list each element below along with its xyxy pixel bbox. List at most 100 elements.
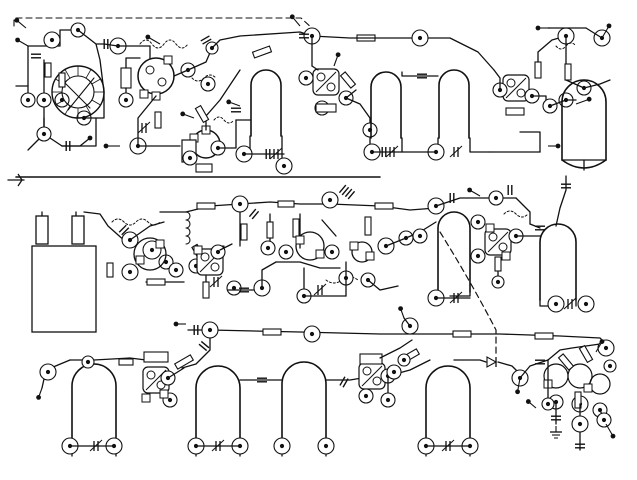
capacitor [339, 376, 349, 388]
wire [281, 361, 327, 445]
wire [61, 137, 91, 147]
resistor [266, 221, 274, 239]
wire [217, 119, 237, 149]
resistor [118, 358, 134, 366]
circle-node [397, 353, 411, 367]
wire [425, 365, 471, 445]
capacitor [313, 283, 327, 296]
capacitor [449, 291, 463, 304]
resistor [534, 332, 554, 340]
wire [325, 377, 363, 381]
circle-node [36, 92, 52, 108]
circle-node [577, 295, 595, 313]
terminal-square [365, 251, 375, 261]
wire [321, 219, 337, 237]
circle-node [317, 437, 335, 455]
wire [195, 365, 241, 445]
capacitor [137, 121, 151, 134]
wire [367, 279, 399, 291]
resistor [262, 328, 282, 336]
resistor [292, 218, 300, 238]
circle-node [226, 280, 242, 296]
circle-node [201, 321, 219, 339]
dashed-wire [13, 17, 315, 31]
resistor [564, 63, 572, 81]
capacitor [257, 377, 267, 383]
dashed-wire [213, 116, 235, 124]
circle-node [231, 195, 249, 213]
capacitor [381, 147, 387, 157]
circle-node [81, 355, 95, 369]
junction-dot [87, 135, 93, 141]
switch-contact [91, 78, 101, 85]
terminal-square [155, 239, 165, 249]
wire [515, 197, 531, 225]
probe-tap [548, 143, 561, 149]
capacitor [103, 39, 109, 49]
probe-tap [467, 187, 481, 197]
resistor [173, 354, 195, 370]
ground [550, 426, 562, 439]
resistor [364, 216, 372, 236]
capacitor [338, 184, 350, 196]
wire [519, 131, 541, 153]
battery-cell [71, 215, 85, 245]
capacitor [198, 340, 210, 352]
capacitor [507, 185, 513, 195]
probe-tap [535, 25, 550, 31]
circle-node [210, 244, 226, 260]
circle-node [200, 76, 216, 92]
circle-node [20, 92, 36, 108]
wire [401, 71, 439, 77]
wire [403, 317, 411, 327]
circle-node [303, 325, 321, 343]
terminal-square [141, 393, 151, 403]
wire [345, 89, 357, 99]
capacitor [211, 439, 225, 452]
wire [449, 291, 471, 297]
resistor [202, 281, 210, 299]
capacitor [231, 107, 241, 113]
wire [539, 223, 577, 301]
tube-element [145, 65, 155, 75]
wire [438, 69, 470, 139]
transformer-block [484, 228, 512, 256]
tube-envelope [567, 363, 593, 389]
terminal-square [139, 89, 149, 99]
wire [561, 159, 607, 169]
arrow-head [17, 173, 23, 187]
resistor [494, 256, 502, 272]
capacitor [248, 208, 260, 220]
probe-tap [36, 387, 43, 400]
capacitor [31, 53, 41, 59]
capacitor [209, 275, 223, 288]
circle-node [488, 190, 504, 206]
dashed-wire [191, 74, 217, 82]
wire [185, 211, 191, 245]
probe-tap [226, 99, 241, 107]
wire [311, 65, 319, 71]
wire [549, 99, 577, 107]
tube-element [157, 77, 167, 87]
circle-node [324, 244, 340, 260]
resistor [251, 45, 273, 59]
terminal-square [583, 383, 593, 393]
probe-tap [605, 423, 616, 439]
capacitor [269, 147, 283, 160]
capacitor [441, 439, 455, 452]
terminal-square [159, 389, 169, 399]
capacitor [118, 224, 130, 236]
terminal-square [501, 251, 511, 261]
wire [83, 211, 127, 243]
wire [493, 69, 501, 91]
switch-contact [64, 69, 71, 79]
circle-node [596, 412, 612, 428]
terminal-square [193, 245, 203, 255]
probe-tap [595, 339, 605, 353]
circle-node [260, 240, 276, 256]
circle-node [39, 363, 57, 381]
wire [519, 359, 549, 379]
resistor [557, 353, 575, 371]
resistor [106, 262, 114, 278]
switch-contact [91, 99, 101, 106]
